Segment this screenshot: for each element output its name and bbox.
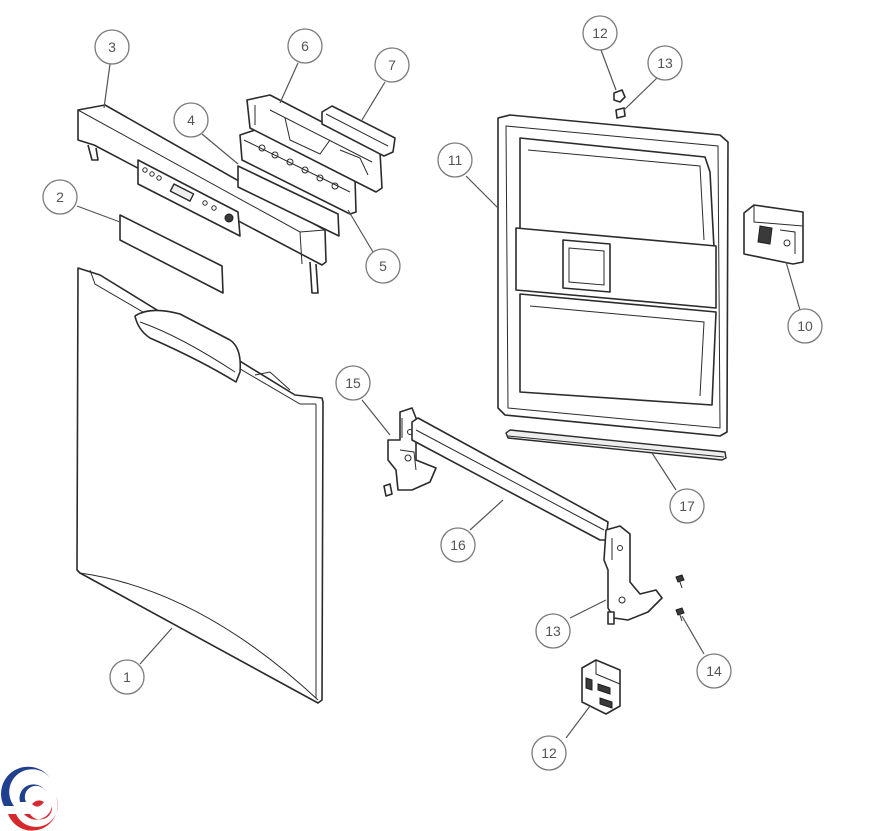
svg-text:13: 13 [545, 623, 561, 639]
leader-11 [465, 175, 499, 209]
svg-text:13: 13 [657, 55, 673, 71]
callout-15: 15 [335, 365, 371, 401]
callout-12-top: 12 [582, 15, 618, 51]
callout-13-top: 13 [647, 45, 683, 81]
svg-text:16: 16 [450, 537, 466, 553]
callout-14: 14 [696, 653, 732, 689]
hinge-clip-top [613, 89, 626, 103]
callout-7: 7 [374, 47, 410, 83]
callout-13-low: 13 [535, 613, 571, 649]
callout-4: 4 [173, 102, 209, 138]
svg-text:1: 1 [123, 669, 131, 685]
callout-2: 2 [42, 179, 78, 215]
callout-6: 6 [287, 28, 323, 64]
leader-6 [279, 62, 299, 104]
callout-3: 3 [94, 29, 130, 65]
latch-cover [321, 105, 396, 157]
leader-12-low [565, 705, 591, 739]
right-hinge [603, 525, 663, 625]
leader-2 [76, 205, 121, 223]
svg-text:10: 10 [797, 318, 813, 334]
inner-door-liner [497, 114, 729, 437]
svg-text:2: 2 [56, 189, 64, 205]
user-interface-membrane [237, 165, 340, 237]
callout-5: 5 [365, 248, 401, 284]
leader-5 [347, 209, 374, 253]
door-gasket-strip [505, 429, 727, 461]
leader-4 [201, 133, 239, 165]
leader-13-low [569, 599, 607, 619]
control-panel-label [119, 214, 224, 294]
brand-swirl-logo [1, 766, 58, 831]
svg-text:5: 5 [379, 258, 387, 274]
leader-13-top [623, 77, 658, 111]
small-bracket-top [615, 107, 626, 119]
callout-1: 1 [109, 659, 145, 695]
callout-10: 10 [787, 308, 823, 344]
leader-12-top [600, 49, 617, 91]
callout-12-low: 12 [531, 735, 567, 771]
leader-lines [76, 49, 801, 739]
hinge-cover-cap [581, 659, 621, 715]
svg-text:15: 15 [345, 375, 361, 391]
svg-text:11: 11 [448, 152, 463, 168]
svg-text:6: 6 [301, 38, 309, 54]
svg-text:12: 12 [541, 745, 557, 761]
svg-text:4: 4 [187, 112, 195, 128]
svg-text:7: 7 [388, 57, 396, 73]
leader-16 [469, 499, 504, 531]
callout-11: 11 [437, 142, 473, 178]
leader-15 [361, 399, 391, 436]
left-hinge [383, 407, 437, 497]
svg-text:14: 14 [706, 663, 722, 679]
control-panel-fascia [77, 104, 327, 294]
leader-17 [651, 452, 677, 491]
leader-7 [361, 81, 386, 121]
callout-16: 16 [440, 527, 476, 563]
control-housing-bracket [246, 94, 383, 193]
svg-text:17: 17 [679, 498, 695, 514]
leader-1 [139, 627, 173, 665]
door-latch-assembly [743, 204, 804, 265]
outer-door-panel [76, 267, 324, 704]
svg-text:12: 12 [592, 25, 608, 41]
callout-17: 17 [669, 488, 705, 524]
leader-10 [785, 261, 801, 311]
leader-14 [681, 615, 705, 655]
leader-3 [103, 63, 111, 109]
svg-text:3: 3 [108, 39, 116, 55]
hinge-screws [675, 574, 685, 622]
